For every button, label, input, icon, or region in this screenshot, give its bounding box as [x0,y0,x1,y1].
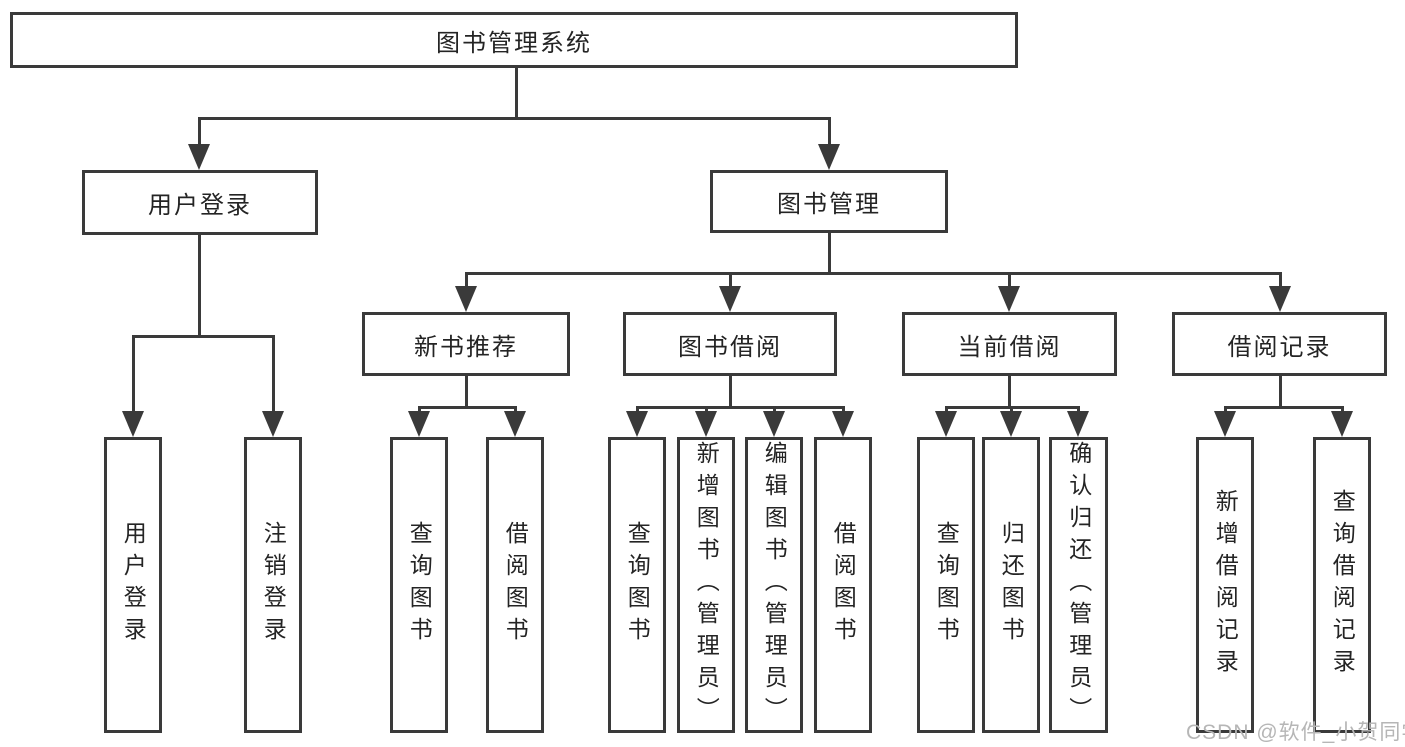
leaf-label: 用户登录 [120,521,147,649]
connector-line [132,335,135,413]
leaf-edit-book-admin: 编辑图书（管理员） [745,437,803,733]
connector-line [1077,406,1080,414]
leaf-label: 新增图书（管理员） [693,441,720,729]
connector-line [272,335,275,413]
node-book-borrowing: 图书借阅 [623,312,837,376]
leaf-label: 查询借阅记录 [1329,489,1356,681]
arrow-down-icon [935,411,957,437]
leaf-query-books-current: 查询图书 [917,437,975,733]
connector-line [1008,272,1011,288]
node-label: 当前借阅 [957,333,1062,361]
leaf-query-borrow-record: 查询借阅记录 [1313,437,1371,733]
arrow-down-icon [719,286,741,312]
leaf-label: 查询图书 [933,521,960,649]
leaf-label: 编辑图书（管理员） [761,441,788,729]
leaf-return-books: 归还图书 [982,437,1040,733]
arrow-down-icon [818,144,840,170]
connector-line [705,406,708,414]
connector-line [1224,406,1344,409]
arrow-down-icon [695,411,717,437]
connector-line [636,406,845,409]
connector-line [1008,376,1011,406]
connector-line [945,406,948,414]
connector-line [773,406,776,414]
connector-line [1279,272,1282,288]
arrow-down-icon [1214,411,1236,437]
leaf-label: 借阅图书 [830,521,857,649]
arrow-down-icon [1331,411,1353,437]
leaf-borrow-books-borrowing: 借阅图书 [814,437,872,733]
node-book-management: 图书管理 [710,170,948,233]
node-borrow-records: 借阅记录 [1172,312,1387,376]
arrow-down-icon [763,411,785,437]
leaf-label: 查询图书 [406,521,433,649]
connector-line [198,117,201,146]
leaf-query-books-recommend: 查询图书 [390,437,448,733]
arrow-down-icon [122,411,144,437]
csdn-watermark: CSDN @软件_小贺同学 [1186,721,1405,744]
connector-line [1224,406,1227,414]
leaf-label: 新增借阅记录 [1212,489,1239,681]
connector-line [636,406,639,414]
connector-line [418,406,517,409]
leaf-logout: 注销登录 [244,437,302,733]
connector-line [198,117,831,120]
arrow-down-icon [1000,411,1022,437]
leaf-add-book-admin: 新增图书（管理员） [677,437,735,733]
node-label: 图书管理系统 [436,29,592,57]
connector-line [729,272,732,288]
arrow-down-icon [832,411,854,437]
connector-line [514,406,517,414]
connector-line [198,235,201,335]
leaf-query-books-borrowing: 查询图书 [608,437,666,733]
leaf-label: 归还图书 [998,521,1025,649]
node-label: 图书借阅 [678,333,782,361]
node-label: 借阅记录 [1227,333,1332,361]
node-user-login-branch: 用户登录 [82,170,318,235]
arrow-down-icon [1067,411,1089,437]
leaf-label: 查询图书 [624,521,651,649]
connector-line [418,406,421,414]
leaf-label: 注销登录 [260,521,287,649]
connector-line [132,335,275,338]
connector-line [1010,406,1013,414]
connector-line [1341,406,1344,414]
arrow-down-icon [504,411,526,437]
arrow-down-icon [188,144,210,170]
arrow-down-icon [455,286,477,312]
connector-line [1279,376,1282,406]
arrow-down-icon [1269,286,1291,312]
connector-line [828,233,831,272]
arrow-down-icon [408,411,430,437]
connector-line [465,272,1282,275]
leaf-user-login: 用户登录 [104,437,162,733]
arrow-down-icon [998,286,1020,312]
node-label: 图书管理 [777,191,881,218]
leaf-confirm-return-admin: 确认归还（管理员） [1049,437,1108,733]
leaf-add-borrow-record: 新增借阅记录 [1196,437,1254,733]
node-label: 新书推荐 [414,333,518,361]
node-label: 用户登录 [148,192,252,219]
connector-line [465,376,468,406]
connector-line [828,117,831,146]
leaf-borrow-books-recommend: 借阅图书 [486,437,544,733]
node-root: 图书管理系统 [10,12,1018,68]
node-current-borrowing: 当前借阅 [902,312,1117,376]
leaf-label: 确认归还（管理员） [1065,441,1092,729]
node-new-book-recommend: 新书推荐 [362,312,570,376]
arrow-down-icon [262,411,284,437]
leaf-label: 借阅图书 [502,521,529,649]
connector-line [515,68,518,117]
connector-line [729,376,732,406]
connector-line [465,272,468,288]
connector-line [842,406,845,414]
arrow-down-icon [626,411,648,437]
